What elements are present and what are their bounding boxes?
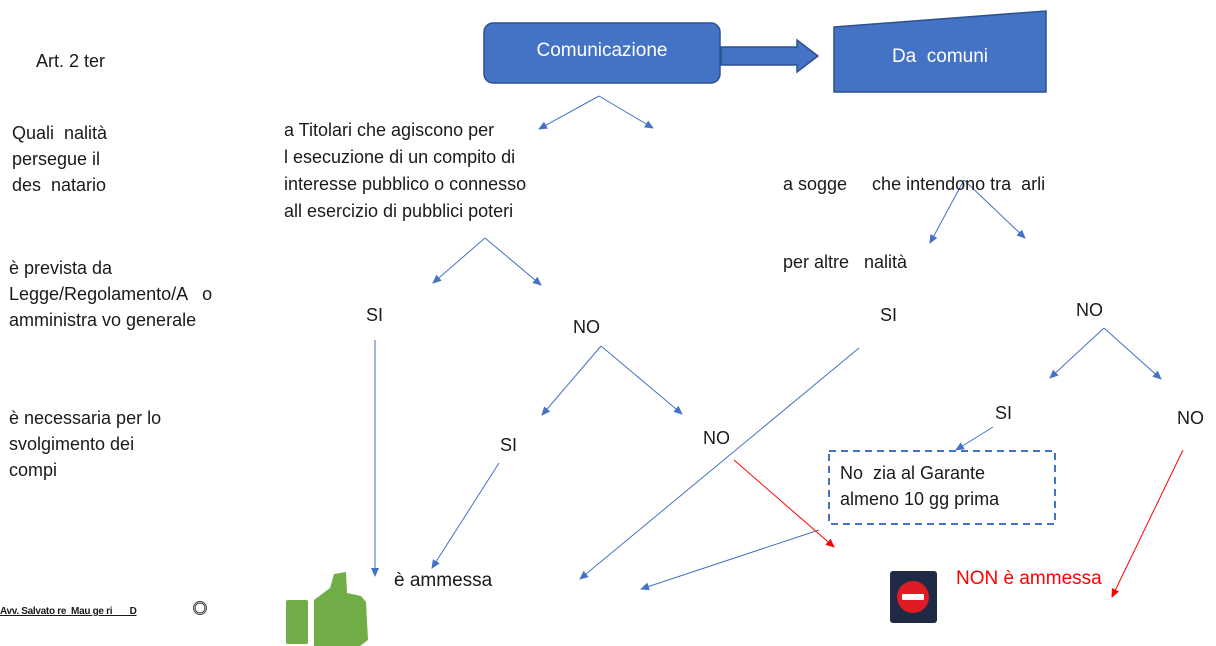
question-line: amministra vo generale [9,310,197,330]
question-line: persegue il [12,149,101,169]
copyright-icon [193,601,207,615]
outcome-not-allowed: NON è ammessa [956,568,1102,589]
answer-si: SI [366,305,384,325]
comunicazione-box [483,22,721,84]
arrow-red [1111,449,1184,598]
comunicazione-label: Comunicazione [536,40,668,61]
arrow [598,95,654,129]
notify-line: No zia al Garante [840,463,986,483]
block-arrow [720,38,820,74]
arrow [929,179,965,244]
notify-text: No zia al Garante almeno 10 gg prima [840,460,999,512]
branch-line: l esecuzione di un compito di [284,147,516,167]
arrow [541,345,602,416]
question-line: è necessaria per lo [9,408,162,428]
question-line: Legge/Regolamento/A o [9,284,213,304]
question-line: svolgimento dei [9,434,135,454]
arrow-red [733,459,835,548]
arrow [484,237,542,286]
da-comuni-box [833,10,1047,93]
thumbs-up-icon [286,572,368,646]
answer-no: NO [1076,300,1103,320]
question-line: compi [9,460,58,480]
question-necessity: è necessaria per lo svolgimento dei comp… [9,405,161,483]
branch-line: per altre nalità [783,252,908,272]
arrow [640,529,820,591]
question-line: è prevista da [9,258,113,278]
outcome-allowed: è ammessa [394,570,493,591]
question-purpose: Quali nalità persegue il des natario [12,120,107,198]
arrow [538,95,600,130]
arrow [431,462,500,569]
answer-si: SI [500,435,518,455]
da-comuni-label: Da comuni [891,46,989,67]
branch-line: interesse pubblico o connesso [284,174,527,194]
answer-no: NO [703,428,730,448]
article-label: Art. 2 ter [36,51,106,71]
notify-box [828,450,1056,525]
arrow [432,237,486,284]
right-branch-text: a sogge che intendono tra arli per altre… [783,119,1045,301]
arrow [1049,327,1105,379]
notify-line: almeno 10 gg prima [840,489,1000,509]
answer-no: NO [573,317,600,337]
answer-si: SI [880,305,898,325]
branch-line: all esercizio di pubblici poteri [284,201,514,221]
left-branch-text: a Titolari che agiscono per l esecuzione… [284,117,526,225]
arrow [600,345,683,415]
arrow [1103,327,1162,380]
question-line: Quali nalità [12,123,108,143]
branch-line: a Titolari che agiscono per [284,120,495,140]
arrow [955,426,994,451]
question-line: des natario [12,175,107,195]
answer-no: NO [1177,408,1204,428]
arrow [963,179,1026,239]
answer-si: SI [995,403,1013,423]
question-legal-basis: è prevista da Legge/Regolamento/A o ammi… [9,255,212,333]
branch-line: a sogge che intendono tra arli [783,174,1046,194]
arrow [579,347,860,580]
no-entry-icon [890,571,937,623]
author-footer: Avv. Salvato re Mau ge ri D [0,606,137,617]
